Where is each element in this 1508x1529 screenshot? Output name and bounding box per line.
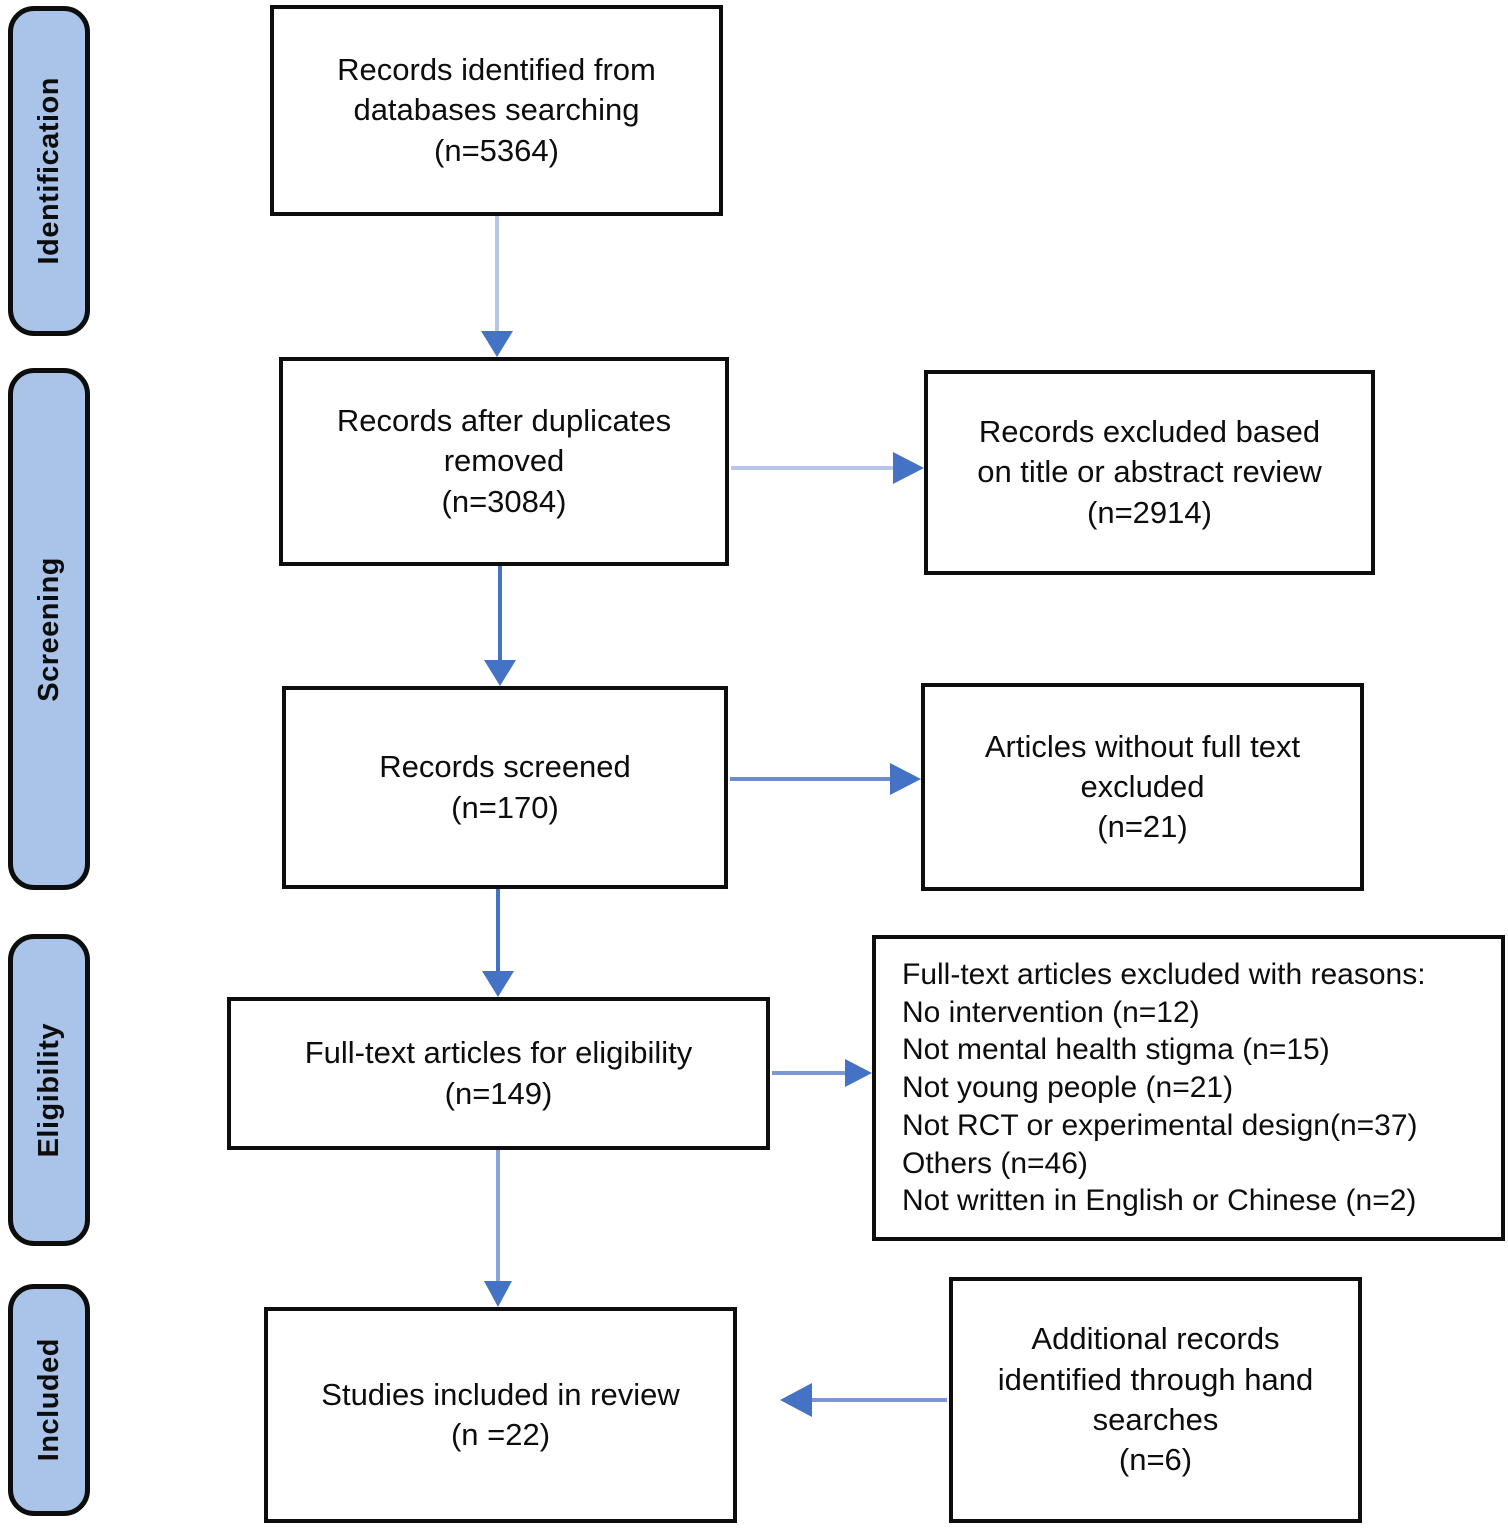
connector-duplicates-to-screened bbox=[484, 566, 516, 686]
box-records-after-duplicates: Records after duplicates removed (n=3084… bbox=[279, 357, 729, 566]
connector-additional-to-included bbox=[780, 1383, 947, 1417]
connector-screened-to-nofulltext bbox=[730, 763, 921, 795]
box-records-screened-text: Records screened (n=170) bbox=[379, 749, 631, 825]
stage-label-identification: Identification bbox=[32, 77, 65, 265]
box-additional-records: Additional records identified through ha… bbox=[949, 1277, 1362, 1523]
box-fulltext-excluded-reasons-text: Full-text articles excluded with reasons… bbox=[902, 957, 1426, 1218]
box-records-identified: Records identified from databases search… bbox=[270, 5, 723, 216]
box-articles-without-full-text: Articles without full text excluded (n=2… bbox=[921, 683, 1364, 891]
stage-pill-included: Included bbox=[8, 1284, 90, 1516]
box-fulltext-eligibility: Full-text articles for eligibility (n=14… bbox=[227, 997, 770, 1150]
box-fulltext-excluded-reasons: Full-text articles excluded with reasons… bbox=[872, 935, 1505, 1241]
connector-identified-to-duplicates bbox=[481, 216, 513, 357]
box-additional-records-text: Additional records identified through ha… bbox=[997, 1321, 1314, 1478]
connector-screened-to-eligibility bbox=[482, 889, 514, 997]
stage-label-included: Included bbox=[32, 1338, 65, 1462]
stage-label-screening: Screening bbox=[32, 556, 65, 702]
connector-eligibility-to-included bbox=[484, 1150, 512, 1307]
stage-pill-eligibility: Eligibility bbox=[8, 934, 90, 1246]
box-records-excluded-title-abstract: Records excluded based on title or abstr… bbox=[924, 370, 1375, 575]
box-records-excluded-title-abstract-text: Records excluded based on title or abstr… bbox=[977, 414, 1322, 530]
box-studies-included-text: Studies included in review (n =22) bbox=[321, 1376, 680, 1452]
connector-duplicates-to-excluded bbox=[731, 452, 924, 484]
stage-pill-screening: Screening bbox=[8, 368, 90, 890]
connector-eligibility-to-excluded-reasons bbox=[772, 1059, 872, 1087]
stage-pill-identification: Identification bbox=[8, 6, 90, 336]
box-records-identified-text: Records identified from databases search… bbox=[337, 52, 656, 168]
box-records-screened: Records screened (n=170) bbox=[282, 686, 728, 889]
box-articles-without-full-text-text: Articles without full text excluded (n=2… bbox=[984, 728, 1301, 845]
box-fulltext-eligibility-text: Full-text articles for eligibility (n=14… bbox=[304, 1035, 693, 1111]
box-records-after-duplicates-text: Records after duplicates removed (n=3084… bbox=[336, 403, 672, 519]
box-studies-included: Studies included in review (n =22) bbox=[264, 1307, 737, 1523]
stage-label-eligibility: Eligibility bbox=[32, 1022, 65, 1158]
